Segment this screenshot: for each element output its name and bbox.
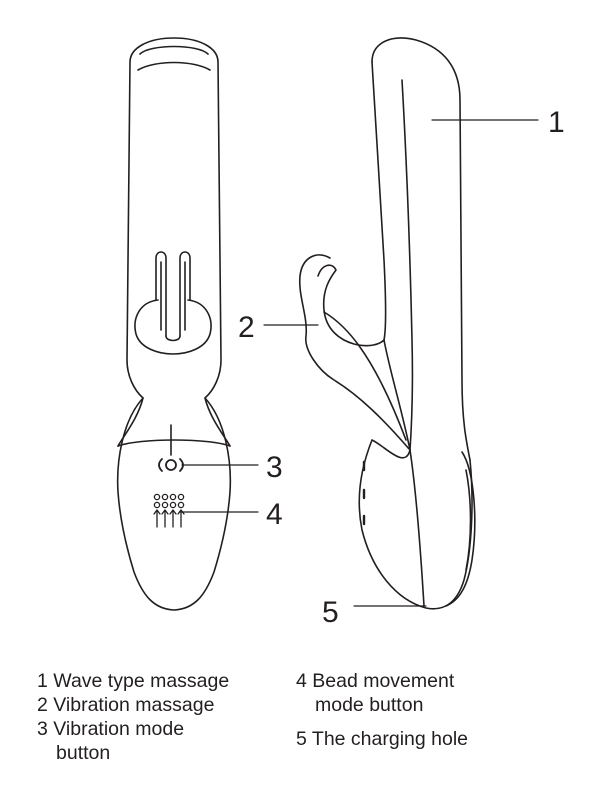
legend-item-5: 5 The charging hole [296,728,469,750]
legend-item-3-line1: 3 Vibration mode [37,718,185,740]
side-shaft-highlight [401,79,414,451]
side-rear-lip [445,451,476,607]
legend-right-column: 4 Bead movement mode button 5 The chargi… [296,669,468,751]
side-shaft-outline [371,37,471,461]
front-clitoral-arm [155,251,191,342]
bead-arrow [161,509,169,528]
front-arm-loop [134,299,212,355]
bead-arrow [177,509,185,528]
front-tip-inner [137,61,211,71]
callout-1: 1 [548,106,565,139]
bead-arrow [169,509,177,528]
front-collar-right [204,397,231,447]
bead-dot [169,501,177,509]
side-rear-lip-inner [465,469,472,571]
bead-arrow [153,509,161,528]
front-view [116,37,232,611]
side-handle-outline [358,339,473,610]
front-handle-top [117,439,231,447]
side-shaft-front [371,61,387,341]
side-clitoral-arm-ridge [323,311,407,441]
bead-dot [153,493,161,501]
legend-item-4-line1: 4 Bead movement [296,670,455,692]
legend-item-3-line2: button [56,742,111,764]
bead-dot [169,493,177,501]
bead-dot [177,493,185,501]
product-diagram: 1 2 3 4 5 [116,37,565,629]
callout-2: 2 [238,311,255,344]
side-handle-division [409,449,425,607]
callout-4: 4 [266,498,283,531]
side-clitoral-arm-inner [317,264,385,347]
vibration-mode-button-icon [158,458,184,472]
legend-item-4-line2: mode button [315,694,424,716]
side-clitoral-arm [298,254,411,451]
legend-left-column: 1 Wave type massage 2 Vibration massage … [37,669,229,765]
bead-dot [161,501,169,509]
legend-item-1: 1 Wave type massage [37,670,230,692]
bead-dot [177,501,185,509]
leader-lines [179,119,539,607]
legend-item-2: 2 Vibration massage [37,694,215,716]
side-view [298,37,476,610]
callout-5: 5 [322,596,339,629]
front-body-outline [116,37,232,611]
callout-3: 3 [266,451,283,484]
bead-movement-button-icon [153,493,185,528]
front-collar-left [117,397,144,447]
bead-dot [153,501,161,509]
bead-dot [161,493,169,501]
front-tip-cap [139,45,209,55]
